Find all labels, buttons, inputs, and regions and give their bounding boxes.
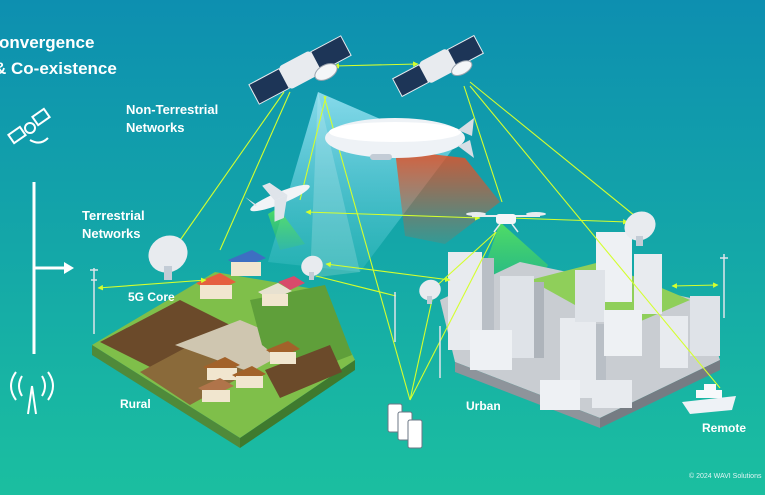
satellite-dish-icon bbox=[419, 279, 441, 304]
smartphone-icon bbox=[387, 403, 423, 449]
airship-icon bbox=[325, 118, 474, 160]
airplane-icon bbox=[245, 182, 310, 222]
cell-tower-icon bbox=[90, 268, 98, 334]
label-remote: Remote bbox=[702, 421, 747, 435]
rural-area bbox=[92, 272, 355, 448]
title-line-2: & Co-existence bbox=[0, 59, 117, 78]
label-urban: Urban bbox=[466, 399, 501, 413]
ship-icon bbox=[682, 384, 736, 414]
satellite-dish-icon bbox=[301, 255, 323, 280]
satellite-icon bbox=[392, 34, 484, 98]
label-non-terrestrial-line-2: Networks bbox=[126, 120, 185, 135]
satellite-outline-icon bbox=[7, 107, 51, 145]
label-non-terrestrial-line-1: Non-Terrestrial bbox=[126, 102, 219, 117]
branch-arrow bbox=[32, 182, 74, 354]
label-5g-core: 5G Core bbox=[128, 290, 175, 304]
satellite-icon bbox=[248, 35, 352, 105]
link-lines bbox=[97, 61, 721, 401]
copyright-notice: © 2024 WAVI Solutions bbox=[689, 473, 762, 480]
antenna-signal-icon bbox=[10, 371, 54, 415]
cell-tower-icon bbox=[720, 254, 728, 318]
label-terrestrial-line-2: Networks bbox=[82, 226, 141, 241]
satellite-dish-icon bbox=[148, 235, 188, 280]
title-line-1: onvergence bbox=[0, 33, 95, 52]
label-rural: Rural bbox=[120, 397, 151, 411]
urban-buildings bbox=[448, 232, 720, 410]
label-terrestrial-line-1: Terrestrial bbox=[82, 208, 145, 223]
satellite-dish-icon bbox=[624, 211, 656, 246]
drone-icon bbox=[466, 212, 546, 233]
